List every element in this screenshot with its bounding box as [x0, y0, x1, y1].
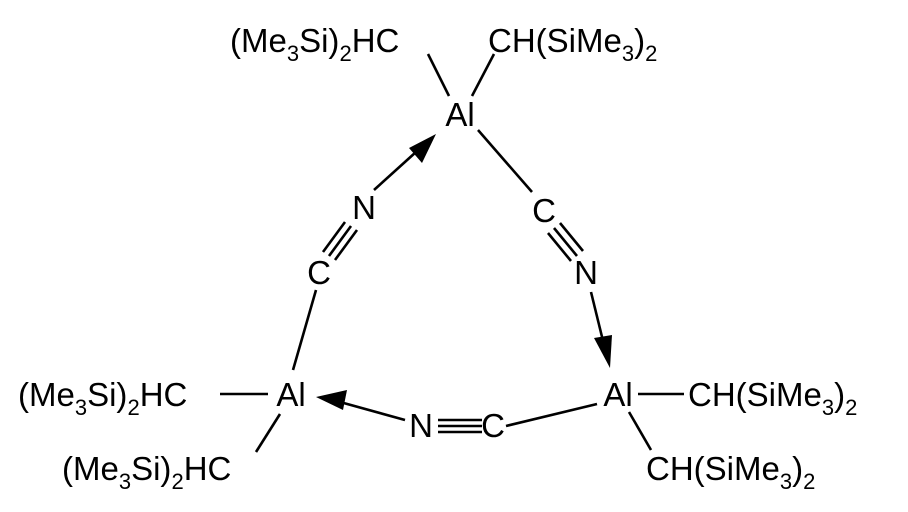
dative-arrowhead-right — [594, 335, 612, 368]
atom-c-right: C — [532, 192, 556, 229]
atom-al-right: Al — [603, 376, 632, 413]
triple-bond-left — [321, 221, 359, 261]
dative-arrowhead-left — [316, 390, 347, 410]
dative-bond-n-left-al-top — [373, 151, 417, 191]
substituent-right-upper: CH(SiMe3)2 — [688, 376, 857, 420]
atom-n-left: N — [352, 189, 376, 226]
bond-altop-ch-right — [470, 53, 496, 97]
bond-alleft-hc-lower — [254, 413, 282, 453]
triple-bond-bottom — [438, 418, 482, 434]
substituent-right-lower: CH(SiMe3)2 — [646, 450, 815, 494]
atom-n-right: N — [574, 254, 598, 291]
triple-bond-right — [546, 222, 585, 262]
substituent-left-upper: (Me3Si)2HC — [18, 376, 187, 420]
atom-c-bottom: C — [481, 407, 505, 444]
substituent-left-lower: (Me3Si)2HC — [62, 450, 231, 494]
dative-arrowhead-top — [409, 134, 436, 163]
substituent-top-right: CH(SiMe3)2 — [488, 22, 657, 66]
dative-bond-n-bottom-al-left — [339, 400, 406, 422]
substituent-top-left: (Me3Si)2HC — [230, 22, 399, 66]
atom-c-left: C — [307, 254, 331, 291]
bond-alright-c-bottom — [505, 402, 598, 428]
bond-alleft-c-left — [291, 289, 318, 371]
bond-altop-hc-left — [426, 53, 451, 97]
bond-altop-c-right — [477, 129, 533, 193]
atom-al-left: Al — [276, 376, 305, 413]
atom-al-top: Al — [445, 96, 474, 133]
bond-alright-ch-lower — [627, 411, 653, 451]
dative-bond-n-right-al-right — [589, 291, 606, 346]
atom-n-bottom: N — [409, 407, 433, 444]
